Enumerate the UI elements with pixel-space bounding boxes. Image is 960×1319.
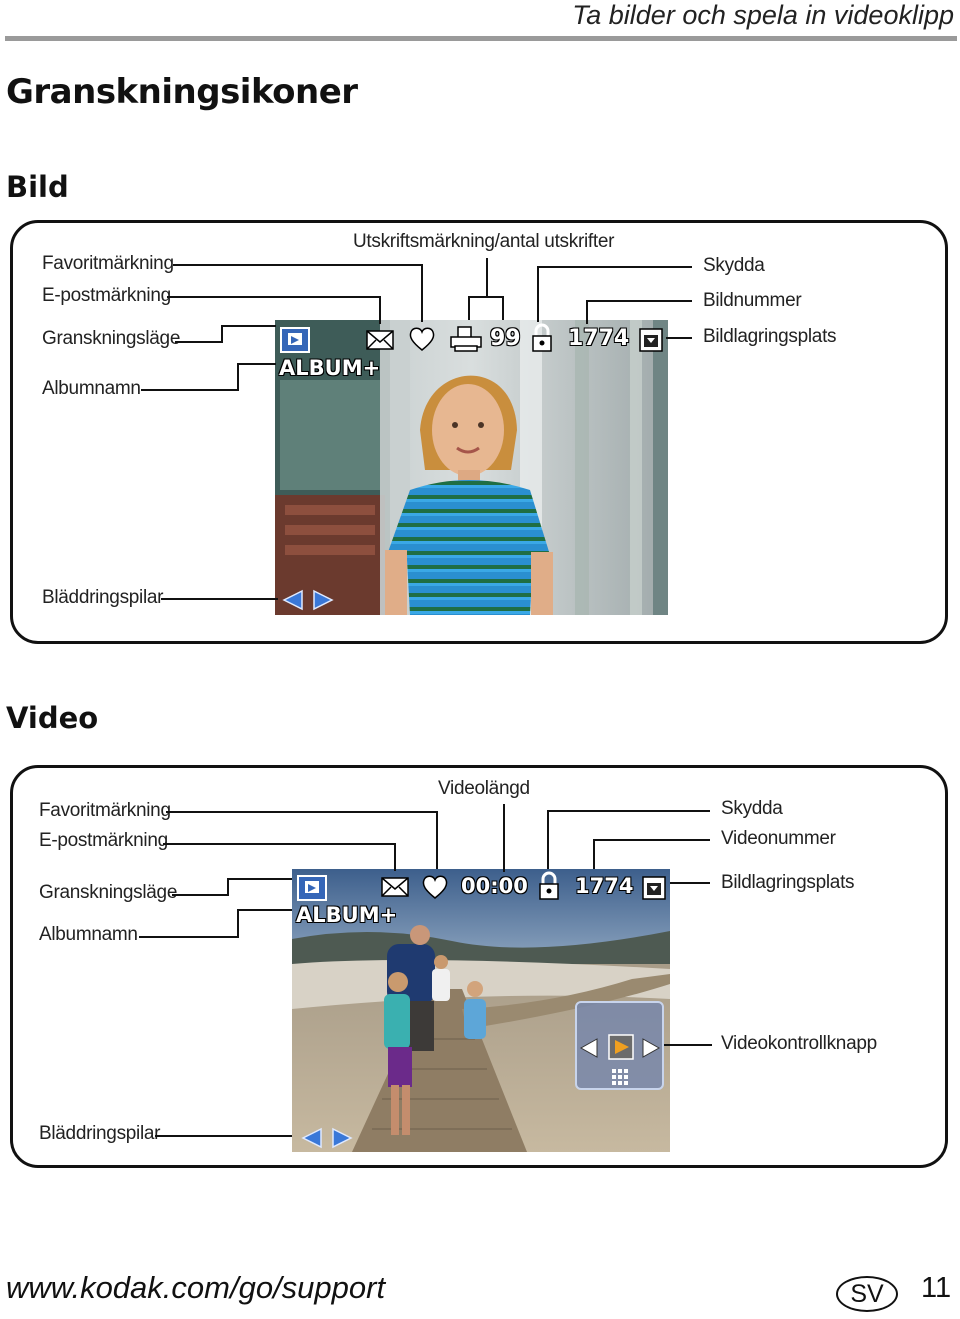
picture-label-print: Utskriftsmärkning/antal utskrifter — [353, 231, 615, 252]
print-count-overlay: 99 — [490, 326, 521, 351]
video-label-review-mode: Granskningsläge — [39, 882, 178, 903]
video-protect-lock-icon — [539, 871, 559, 900]
running-title: Ta bilder och spela in videoklipp — [572, 0, 954, 30]
video-label-storage: Bildlagringsplats — [721, 872, 855, 893]
video-label-video-number: Videonummer — [721, 828, 836, 849]
video-label-email: E-postmärkning — [39, 830, 168, 851]
picture-number-overlay: 1774 — [568, 326, 630, 351]
picture-lcd-screen — [275, 320, 668, 615]
section-heading-video: Video — [6, 701, 99, 735]
email-icon — [366, 330, 394, 350]
picture-label-picture-number: Bildnummer — [703, 290, 802, 311]
picture-label-protect: Skydda — [703, 255, 765, 276]
storage-location-icon — [639, 328, 663, 352]
video-label-control: Videokontrollknapp — [721, 1033, 877, 1054]
video-label-length: Videolängd — [438, 778, 530, 799]
page-title: Granskningsikoner — [6, 72, 358, 112]
video-duration-overlay: 00:00 — [461, 874, 528, 898]
header-rule — [5, 36, 957, 41]
page-number: 11 — [921, 1272, 952, 1304]
video-review-mode-icon — [297, 875, 327, 901]
section-heading-picture: Bild — [6, 170, 69, 204]
video-control-icons — [579, 1034, 661, 1085]
protect-lock-icon — [532, 323, 552, 352]
video-album-name-overlay: ALBUM+ — [296, 903, 398, 927]
favorite-heart-icon — [409, 327, 435, 351]
video-lcd-screen — [292, 869, 670, 1152]
review-mode-icon — [280, 327, 310, 353]
video-label-favorite: Favoritmärkning — [39, 800, 171, 821]
video-favorite-heart-icon — [422, 875, 448, 899]
album-name-overlay: ALBUM+ — [279, 356, 381, 380]
scroll-arrows-icon — [282, 589, 334, 611]
video-email-icon — [381, 877, 409, 897]
video-storage-location-icon — [642, 876, 666, 900]
video-control-button[interactable] — [575, 1001, 664, 1090]
picture-label-email: E-postmärkning — [42, 285, 171, 306]
picture-label-storage: Bildlagringsplats — [703, 326, 837, 347]
picture-label-favorite: Favoritmärkning — [42, 253, 174, 274]
video-label-scroll-arrows: Bläddringspilar — [39, 1123, 161, 1144]
language-badge: SV — [836, 1276, 898, 1312]
picture-label-scroll-arrows: Bläddringspilar — [42, 587, 164, 608]
video-label-album-name: Albumnamn — [39, 924, 138, 945]
support-url[interactable]: www.kodak.com/go/support — [6, 1270, 386, 1305]
picture-label-review-mode: Granskningsläge — [42, 328, 181, 349]
video-label-protect: Skydda — [721, 798, 783, 819]
video-scroll-arrows-icon — [301, 1127, 353, 1149]
printer-icon — [450, 326, 482, 352]
boardwalk-photo — [292, 869, 670, 1152]
portrait-photo — [275, 320, 668, 615]
video-number-overlay: 1774 — [575, 874, 634, 898]
picture-label-album-name: Albumnamn — [42, 378, 141, 399]
